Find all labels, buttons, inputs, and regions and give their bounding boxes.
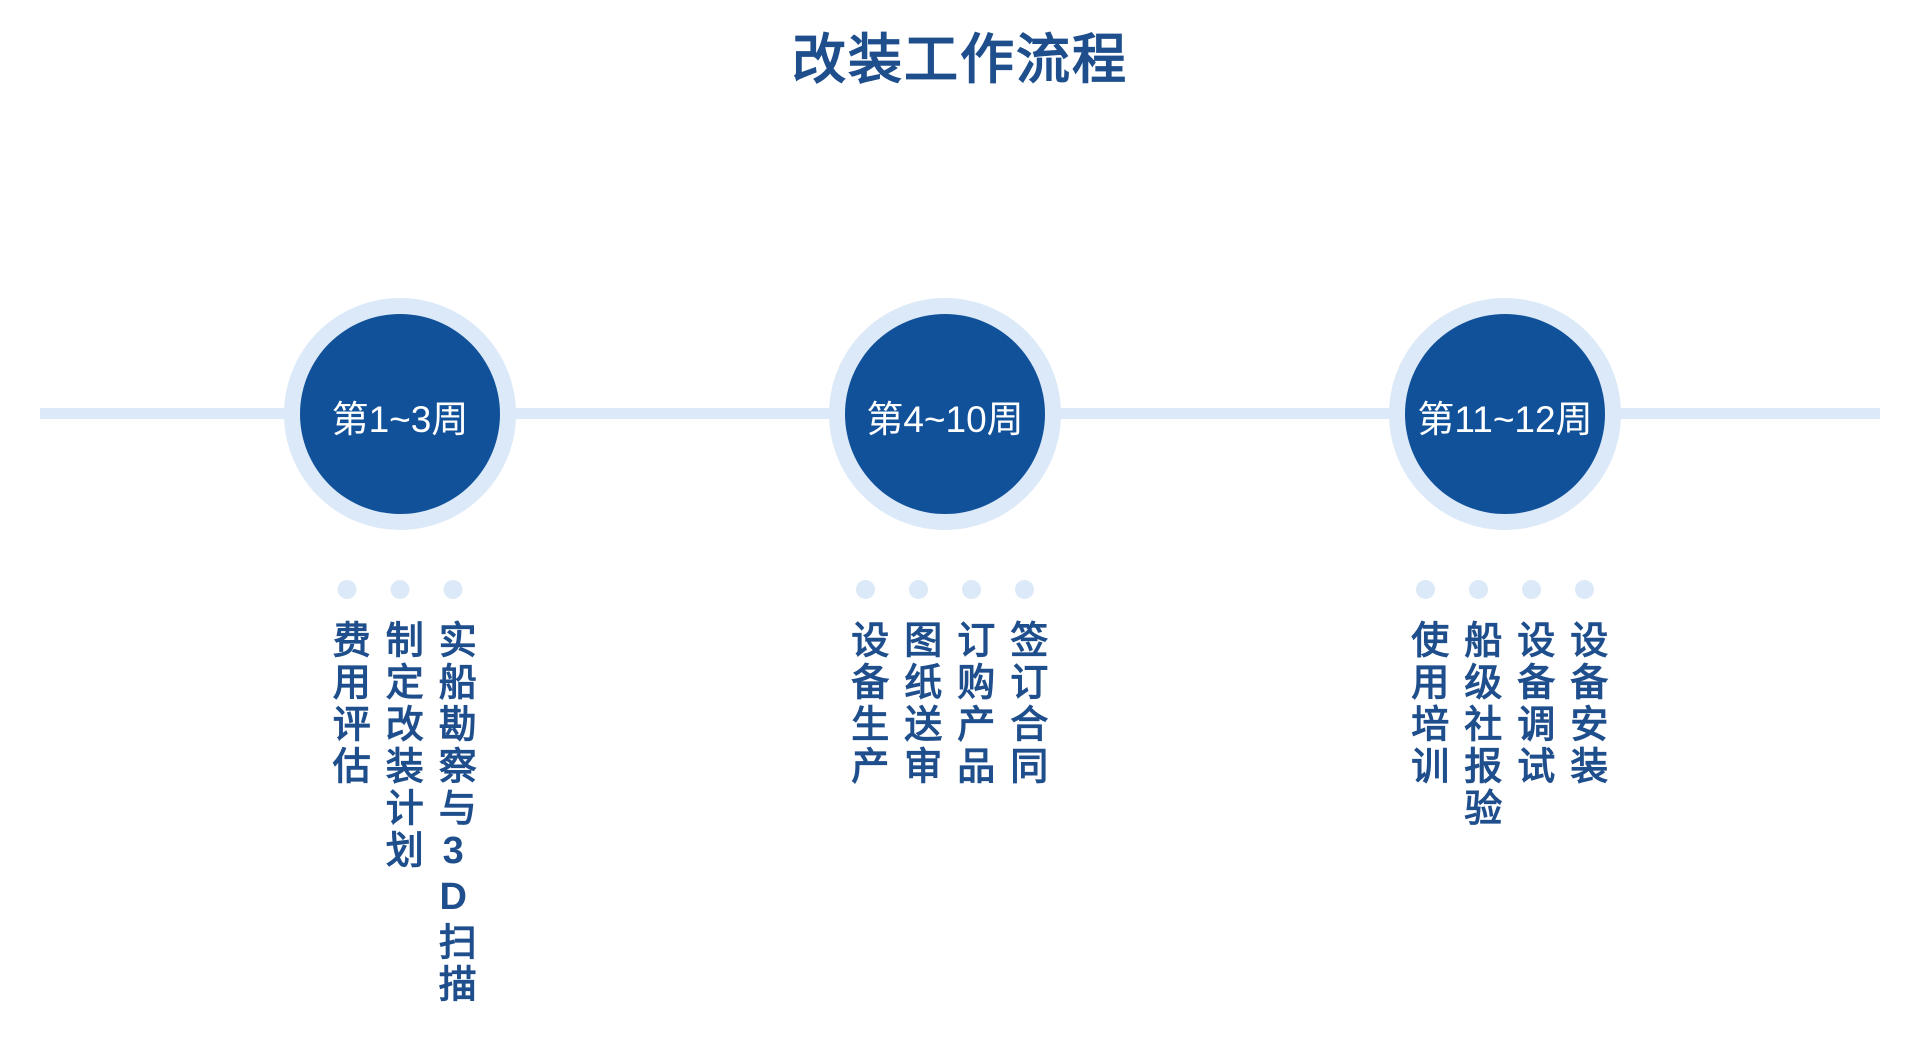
task-column: 图纸送审 bbox=[898, 620, 940, 788]
task-dot-row bbox=[856, 580, 1034, 599]
stage-group: 第4~10周签订合同订购产品图纸送审设备生产 bbox=[665, 0, 1225, 1056]
stage-node-ring: 第1~3周 bbox=[284, 298, 516, 530]
task-label: 设备生产 bbox=[844, 620, 887, 788]
task-dot bbox=[337, 580, 357, 599]
task-dot-row bbox=[1416, 580, 1594, 599]
task-label: 费用评估 bbox=[326, 620, 369, 788]
task-label: 签订合同 bbox=[1003, 620, 1046, 788]
task-column: 费用评估 bbox=[326, 620, 368, 788]
stage-group: 第1~3周实船勘察与3D扫描制定改装计划费用评估 bbox=[120, 0, 680, 1056]
task-dot bbox=[856, 580, 875, 599]
stage-node-ring: 第11~12周 bbox=[1389, 298, 1621, 530]
task-column: 制定改装计划 bbox=[379, 620, 421, 872]
task-dot bbox=[1522, 580, 1541, 599]
stage-period-label: 第11~12周 bbox=[1417, 399, 1593, 440]
task-label: 制定改装计划 bbox=[379, 620, 422, 872]
task-column: 设备调试 bbox=[1511, 620, 1553, 788]
task-column: 设备生产 bbox=[845, 620, 887, 788]
task-column: 签订合同 bbox=[1004, 620, 1046, 788]
task-label: 设备安装 bbox=[1563, 620, 1606, 788]
task-dot bbox=[1575, 580, 1594, 599]
task-column: 使用培训 bbox=[1405, 620, 1447, 788]
task-dot bbox=[1015, 580, 1034, 599]
task-dot bbox=[1416, 580, 1435, 599]
stage-node-circle[interactable]: 第11~12周 bbox=[1405, 314, 1605, 514]
stage-node-ring: 第4~10周 bbox=[829, 298, 1061, 530]
task-column: 船级社报验 bbox=[1458, 620, 1500, 830]
task-column: 实船勘察与3D扫描 bbox=[432, 620, 474, 1006]
page-title: 改装工作流程 bbox=[792, 30, 1128, 90]
task-label: 设备调试 bbox=[1510, 620, 1553, 788]
task-label: 船级社报验 bbox=[1457, 620, 1500, 830]
task-dot bbox=[962, 580, 981, 599]
task-column-group: 实船勘察与3D扫描制定改装计划费用评估 bbox=[326, 620, 474, 1006]
task-column: 设备安装 bbox=[1564, 620, 1606, 788]
task-column: 订购产品 bbox=[951, 620, 993, 788]
stage-node-circle[interactable]: 第1~3周 bbox=[300, 314, 500, 514]
task-dot bbox=[443, 580, 463, 599]
stage-group: 第11~12周设备安装设备调试船级社报验使用培训 bbox=[1225, 0, 1785, 1056]
stage-node-circle[interactable]: 第4~10周 bbox=[845, 314, 1045, 514]
task-dot bbox=[909, 580, 928, 599]
task-dot bbox=[1469, 580, 1488, 599]
task-label: 使用培训 bbox=[1404, 620, 1447, 788]
task-dot-row bbox=[337, 580, 463, 599]
stage-period-label: 第1~3周 bbox=[331, 399, 469, 440]
task-column-group: 签订合同订购产品图纸送审设备生产 bbox=[845, 620, 1046, 788]
stage-period-label: 第4~10周 bbox=[866, 399, 1024, 440]
task-label: 图纸送审 bbox=[897, 620, 940, 788]
task-column-group: 设备安装设备调试船级社报验使用培训 bbox=[1405, 620, 1606, 830]
task-dot bbox=[390, 580, 410, 599]
task-label: 订购产品 bbox=[950, 620, 993, 788]
task-label: 实船勘察与3D扫描 bbox=[432, 620, 475, 1006]
